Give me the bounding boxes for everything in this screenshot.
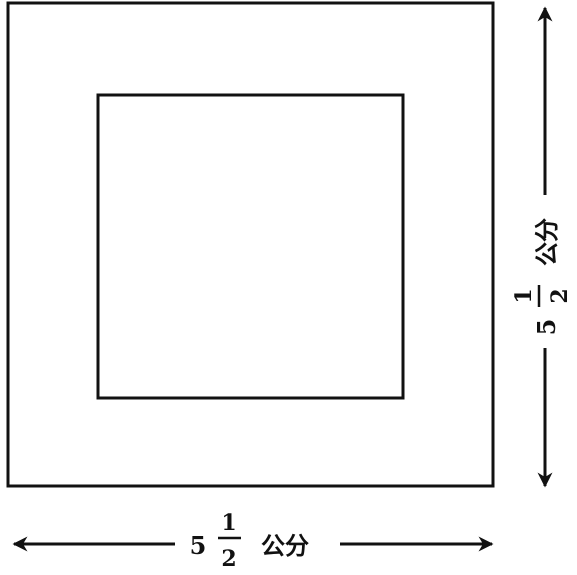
right-dimension-whole: 5 bbox=[532, 319, 561, 336]
right-dimension: 5 1 2 公分 bbox=[511, 6, 573, 488]
bottom-dimension: 5 1 2 公分 bbox=[12, 510, 494, 572]
bottom-dimension-whole: 5 bbox=[190, 531, 207, 560]
bottom-dimension-numerator: 1 bbox=[221, 510, 236, 536]
bottom-dimension-denominator: 2 bbox=[221, 546, 236, 572]
right-dimension-unit: 公分 bbox=[532, 218, 561, 266]
outer-square bbox=[6, 1, 495, 488]
right-dimension-label: 5 1 2 公分 bbox=[511, 218, 573, 335]
right-dimension-denominator: 2 bbox=[547, 288, 573, 303]
inner-square bbox=[96, 93, 405, 400]
bottom-dimension-unit: 公分 bbox=[261, 531, 309, 560]
right-dimension-numerator: 1 bbox=[511, 288, 537, 303]
